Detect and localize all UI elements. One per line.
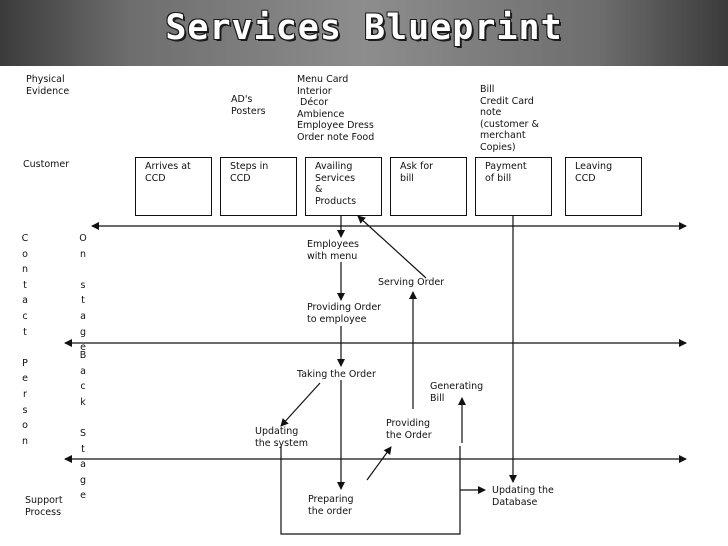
customer-action-box: Steps in CCD [220, 157, 297, 216]
customer-action-arrives: Arrives at CCD [145, 161, 191, 184]
physical-evidence-label: Physical Evidence [26, 74, 70, 97]
contact-person-letter: n [21, 264, 29, 276]
contact-person-letter: r [23, 388, 27, 400]
customer-action-ask-bill: Ask for bill [400, 161, 434, 184]
step-providing-order-to-employee: Providing Order to employee [307, 302, 382, 325]
back-stage-letter: t [81, 443, 85, 455]
back-stage-letter: S [79, 427, 87, 439]
step-providing-the-order: Providing the Order [386, 418, 432, 441]
arrow-preparing-to-providing [366, 446, 392, 481]
on-stage-letter: s [80, 279, 86, 291]
customer-action-box: Availing Services & Products [305, 157, 382, 216]
step-preparing-the-order: Preparing the order [308, 494, 354, 517]
on-stage-letter [77, 262, 89, 278]
back-stage-letter: B [79, 350, 87, 361]
step-generating-bill: Generating Bill [430, 381, 484, 404]
step-serving-order: Serving Order [378, 277, 445, 288]
step-updating-database: Updating the Database [492, 485, 554, 508]
contact-person-letter: o [22, 420, 28, 432]
evidence-ads-posters: AD's Posters [231, 94, 266, 117]
on-stage-letter: n [79, 248, 87, 260]
customer-label: Customer [23, 159, 70, 170]
contact-person-letter [19, 340, 31, 356]
on-stage-letter: t [81, 295, 85, 307]
back-stage-letter: e [80, 490, 86, 502]
back-stage-letter: k [80, 396, 86, 408]
on-stage-letter: e [80, 342, 86, 354]
page-title: Services Blueprint [165, 8, 563, 48]
back-stage-letter [77, 410, 89, 426]
contact-person-letter: o [22, 248, 28, 260]
contact-person-letter: c [22, 310, 28, 322]
contact-person-letter: a [22, 295, 28, 307]
on-stage-letter: O [79, 233, 87, 244]
contact-person-letter: t [23, 279, 27, 291]
on-stage-letter: a [80, 310, 86, 322]
contact-person-letter: C [21, 233, 29, 244]
customer-action-box: Arrives at CCD [135, 157, 212, 216]
on-stage-letter: g [79, 326, 87, 338]
step-updating-the-system: Updating the system [255, 426, 308, 449]
back-stage-letter: g [79, 474, 87, 486]
customer-action-box: Leaving CCD [565, 157, 642, 216]
step-employees-with-menu: Employees with menu [307, 239, 359, 262]
customer-action-steps-in: Steps in CCD [230, 161, 269, 184]
evidence-bill-note: Bill Credit Card note (customer & mercha… [480, 84, 539, 153]
customer-action-box: Ask for bill [390, 157, 467, 216]
customer-action-leaving: Leaving CCD [575, 161, 613, 184]
evidence-menu-interior: Menu Card Interior Décor Ambience Employ… [297, 74, 375, 143]
contact-person-letter: e [22, 373, 28, 385]
contact-person-letter: P [22, 357, 28, 369]
back-stage-letter: a [80, 365, 86, 377]
support-process-border [280, 446, 461, 535]
customer-action-box: Payment of bill [475, 157, 552, 216]
customer-action-payment: Payment of bill [485, 161, 527, 184]
blueprint-canvas: Physical Evidence Customer Support Proce… [0, 66, 728, 546]
blueprint-lines [64, 215, 687, 535]
contact-person-letter: s [22, 404, 28, 416]
back-stage-letter: c [80, 381, 86, 393]
step-taking-the-order: Taking the Order [297, 369, 376, 380]
arrow-taking-to-updating [280, 382, 321, 427]
title-banner: Services Blueprint [0, 0, 728, 66]
contact-person-letter: n [21, 435, 29, 447]
customer-action-availing: Availing Services & Products [315, 161, 357, 207]
arrow-serving-to-availing [357, 215, 427, 279]
contact-person-letter: t [23, 326, 27, 338]
support-process-label: Support Process [25, 495, 63, 518]
back-stage-letter: a [80, 459, 86, 471]
